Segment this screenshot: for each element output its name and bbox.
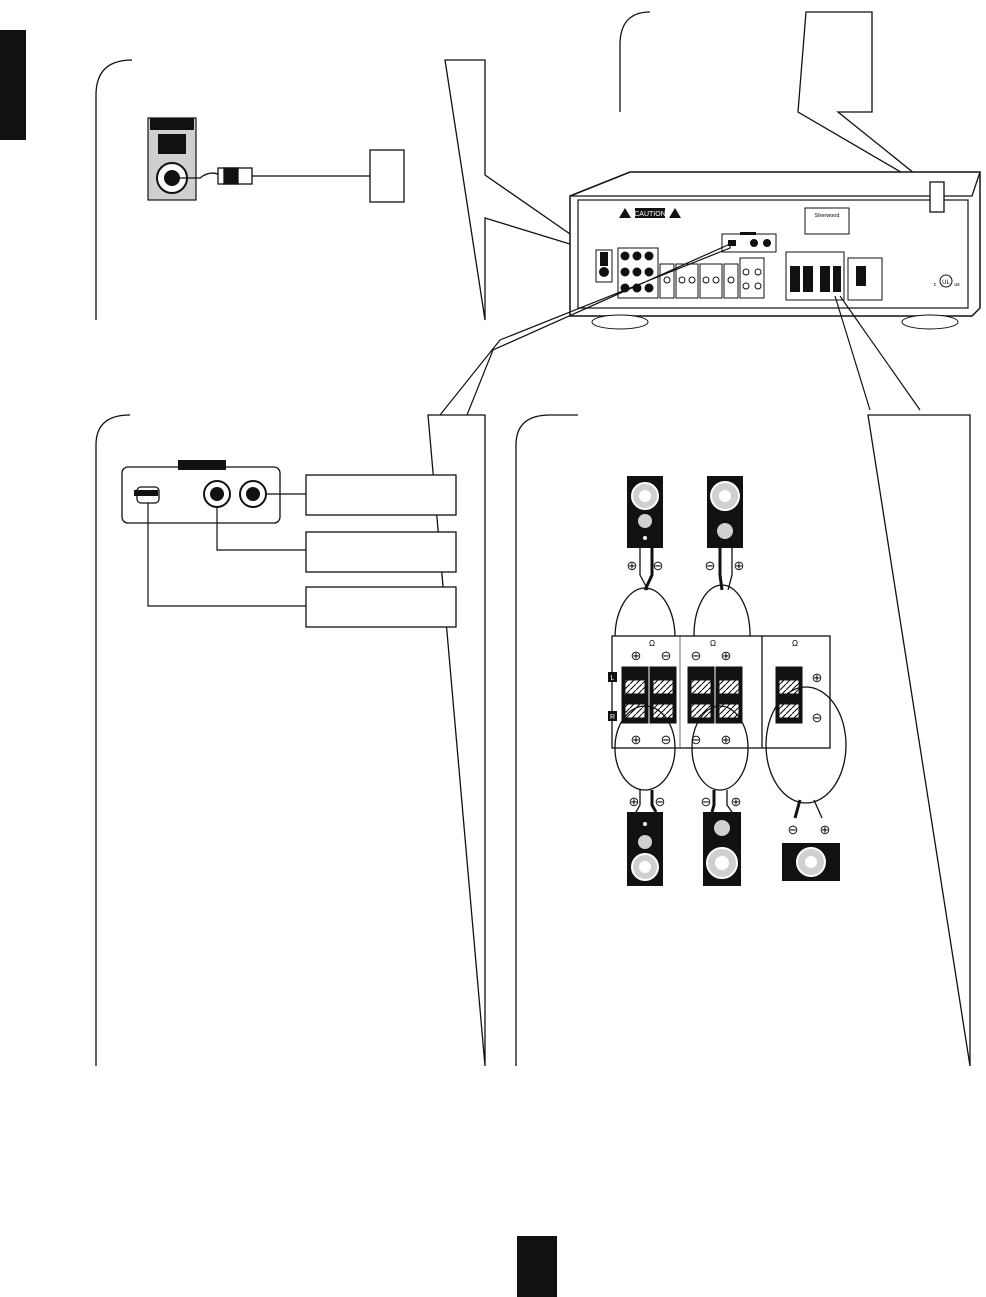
- svg-text:⊕: ⊕: [631, 648, 642, 663]
- svg-text:⊖: ⊖: [812, 710, 823, 725]
- polarity-symbols-bottom: ⊕ ⊖ ⊖ ⊕ ⊖ ⊕: [629, 794, 831, 837]
- speaker-front-right: [707, 476, 743, 548]
- svg-text:⊖: ⊖: [788, 822, 799, 837]
- digital-leaders: [147, 493, 306, 607]
- svg-text:⊕: ⊕: [820, 822, 831, 837]
- warning-icon: [619, 208, 631, 218]
- svg-text:Ω: Ω: [649, 639, 655, 648]
- svg-text:Ω: Ω: [710, 639, 716, 648]
- svg-text:⊖: ⊖: [661, 732, 672, 747]
- svg-text:Ω: Ω: [792, 639, 798, 648]
- digital-callout: [95, 414, 486, 1067]
- svg-text:L: L: [611, 675, 615, 682]
- brand-label: Sherwood: [815, 213, 840, 219]
- digital-device-box-3: [305, 586, 457, 628]
- warning-icon: [669, 208, 681, 218]
- svg-text:R: R: [610, 714, 615, 721]
- language-tab: [0, 30, 26, 140]
- am-loop-antenna: [147, 117, 197, 201]
- caution-label: CAUTION: [634, 211, 666, 218]
- speaker-surround-right: [703, 812, 741, 886]
- ul-mark-icon: [939, 274, 953, 288]
- page-number-box: [517, 1236, 557, 1297]
- svg-text:⊖: ⊖: [655, 794, 666, 809]
- svg-text:⊕: ⊕: [629, 794, 640, 809]
- leader-lines: [439, 243, 921, 416]
- digital-jack-panel: [121, 460, 281, 524]
- speaker-terminal-panel: Ω Ω Ω ⊕ ⊖ ⊖ ⊕ ⊕ ⊖ ⊖ ⊕ ⊕ ⊖ L R: [608, 635, 831, 749]
- speaker-front-left: [627, 476, 663, 548]
- svg-text:⊕: ⊕: [734, 558, 745, 573]
- svg-text:UL: UL: [942, 280, 950, 286]
- antenna-box: [369, 149, 405, 203]
- svg-text:⊖: ⊖: [705, 558, 716, 573]
- polarity-symbols-top: ⊕ ⊖ ⊖ ⊕: [627, 558, 745, 573]
- svg-text:⊖: ⊖: [701, 794, 712, 809]
- svg-text:⊕: ⊕: [731, 794, 742, 809]
- digital-device-box-2: [305, 531, 457, 573]
- antenna-cable: [172, 167, 370, 185]
- svg-text:⊖: ⊖: [653, 558, 664, 573]
- power-callout: [619, 11, 936, 194]
- svg-text:⊕: ⊕: [812, 670, 823, 685]
- speaker-surround-left: [627, 812, 663, 886]
- svg-text:us: us: [954, 282, 960, 288]
- svg-text:⊕: ⊕: [627, 558, 638, 573]
- speaker-center: [782, 843, 840, 881]
- svg-text:c: c: [934, 282, 937, 288]
- svg-text:⊕: ⊕: [631, 732, 642, 747]
- receiver-rear: CAUTION Sherwood UL c us: [569, 171, 981, 330]
- digital-device-box-1: [305, 474, 457, 516]
- svg-text:⊖: ⊖: [661, 648, 672, 663]
- speaker-callout: [515, 414, 971, 1067]
- svg-text:⊕: ⊕: [721, 732, 732, 747]
- svg-text:⊖: ⊖: [691, 732, 702, 747]
- speaker-wires-bottom: [614, 686, 847, 819]
- svg-text:⊕: ⊕: [721, 648, 732, 663]
- svg-text:⊖: ⊖: [691, 648, 702, 663]
